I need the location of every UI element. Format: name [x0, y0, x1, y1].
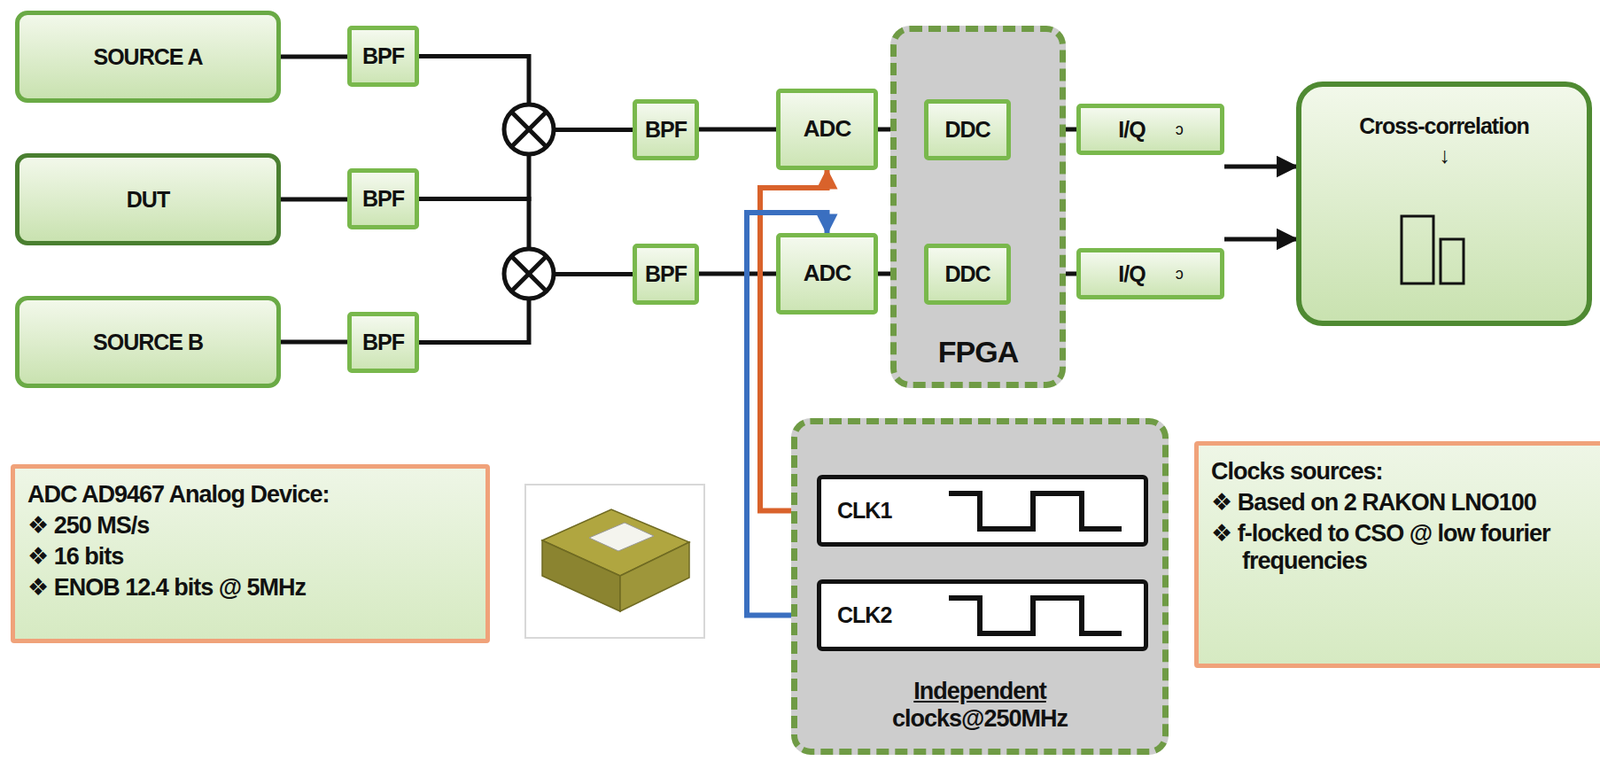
box-label: BPF: [362, 186, 404, 212]
source-box: SOURCE B: [15, 295, 281, 389]
signal-line: [280, 340, 348, 345]
signal-line: [1224, 237, 1297, 242]
iq-box: I/Q ɔ: [1076, 248, 1225, 300]
box-label: DUT: [126, 186, 170, 213]
filter-box: BPF: [347, 168, 420, 230]
clock-box: CLK2: [816, 579, 1149, 652]
signal-line: [699, 271, 777, 277]
square-wave: [939, 479, 1135, 543]
box-sublabel: ❖ 16 bits: [27, 543, 124, 571]
box-label: CLK2: [837, 602, 892, 629]
note-box: Clocks sources: ❖ Based on 2 RAKON LNO100…: [1194, 441, 1600, 668]
adc-box: ADC: [776, 233, 878, 315]
mixer-symbol: [504, 248, 554, 299]
signal-line: [699, 127, 777, 133]
box-label: BPF: [644, 116, 687, 143]
box-label: ADC: [803, 116, 851, 143]
correlation-symbol: [1390, 210, 1498, 291]
box-label: Cross-correlation: [1359, 113, 1529, 140]
box-sublabel: ↓: [1438, 139, 1450, 169]
box-label: SOURCE A: [93, 44, 202, 70]
signal-line: [1224, 164, 1297, 170]
chip-picture: [525, 484, 705, 638]
box-label: BPF: [644, 261, 687, 288]
box-label: SOURCE B: [93, 329, 203, 356]
mixer-symbol: [504, 104, 554, 155]
box-sublabel: ❖ Based on 2 RAKON LNO100: [1211, 489, 1537, 517]
box-label: FPGA: [938, 334, 1018, 370]
filter-box: BPF: [347, 25, 420, 87]
source-box: SOURCE A: [15, 10, 281, 103]
clock-box: CLK1: [816, 474, 1149, 547]
ddc-box: DDC: [924, 99, 1011, 161]
fpga-region: FPGA DDC DDC: [890, 25, 1066, 389]
signal-line: [280, 197, 348, 202]
box-sublabel: ɔ: [1175, 120, 1183, 140]
box-label: I/Q: [1118, 116, 1145, 143]
correlation-box: Cross-correlation↓: [1296, 81, 1593, 327]
dut-box: DUT: [15, 153, 281, 246]
box-sublabel: ❖ 250 MS/s: [27, 512, 149, 540]
clock-region: Independentclocks@250MHz CLK1CLK2: [791, 418, 1169, 755]
note-box: ADC AD9467 Analog Device: ❖ 250 MS/s ❖ 16 …: [10, 464, 490, 644]
box-label: ADC AD9467 Analog Device:: [27, 481, 330, 509]
box-label: CLK1: [837, 497, 892, 524]
ddc-box: DDC: [924, 243, 1011, 305]
filter-box: BPF: [347, 311, 420, 373]
box-label: BPF: [362, 329, 404, 356]
box-label: ADC: [803, 260, 851, 288]
filter-box: BPF: [632, 99, 700, 161]
adc-box: ADC: [776, 88, 878, 171]
box-label: DDC: [944, 116, 990, 143]
iq-box: I/Q ɔ: [1076, 103, 1225, 156]
square-wave: [939, 583, 1135, 647]
box-label: Clocks sources:: [1211, 458, 1383, 486]
box-sublabel: ɔ: [1175, 264, 1183, 284]
filter-box: BPF: [632, 243, 700, 305]
box-label: I/Q: [1118, 261, 1145, 288]
box-sublabel: clocks@250MHz: [892, 705, 1068, 733]
signal-line: [280, 54, 348, 60]
box-sublabel: ❖ f-locked to CSO @ low fourier frequenc…: [1211, 520, 1568, 575]
box-sublabel: ❖ ENOB 12.4 bits @ 5MHz: [27, 574, 306, 602]
box-label: Independent: [913, 677, 1047, 706]
box-label: BPF: [362, 43, 404, 70]
box-label: DDC: [944, 261, 990, 288]
